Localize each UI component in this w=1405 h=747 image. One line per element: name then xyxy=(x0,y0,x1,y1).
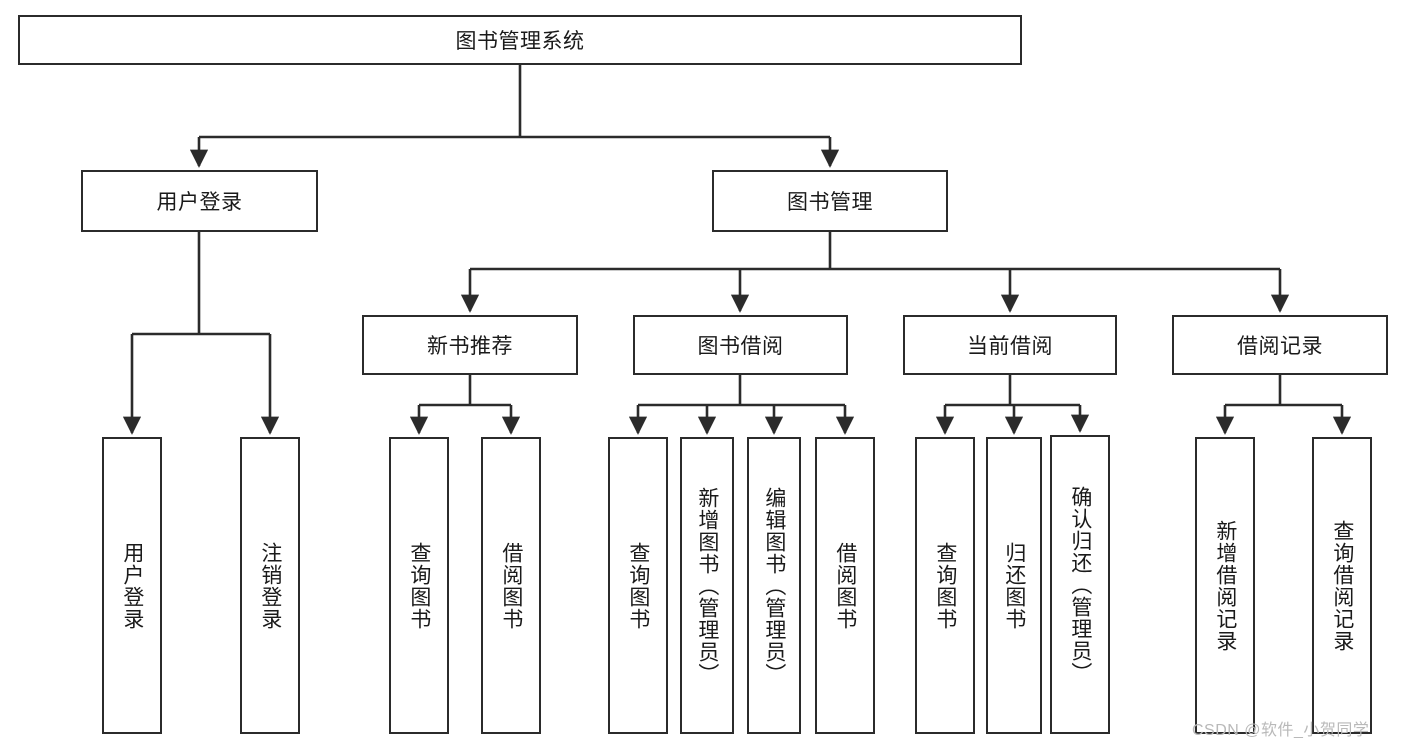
leaf-user-logout[interactable]: 注销登录 xyxy=(240,437,300,734)
leaf-borrow-book-2[interactable]: 借阅图书 xyxy=(815,437,875,734)
leaf-add-record[interactable]: 新增借阅记录 xyxy=(1195,437,1255,734)
leaf-query-record[interactable]: 查询借阅记录 xyxy=(1312,437,1372,734)
leaf-confirm-return-label: 确认归还（管理员） xyxy=(1068,485,1092,684)
watermark-text: CSDN @软件_小贺同学 xyxy=(1192,722,1370,739)
leaf-query-book-1[interactable]: 查询图书 xyxy=(389,437,449,734)
node-borrow-record-label: 借阅记录 xyxy=(1237,335,1323,358)
node-current-borrow[interactable]: 当前借阅 xyxy=(903,315,1117,375)
leaf-edit-book[interactable]: 编辑图书（管理员） xyxy=(747,437,801,734)
node-borrow-record[interactable]: 借阅记录 xyxy=(1172,315,1388,375)
leaf-user-login[interactable]: 用户登录 xyxy=(102,437,162,734)
node-book-borrow-label: 图书借阅 xyxy=(697,335,784,358)
leaf-query-book-2[interactable]: 查询图书 xyxy=(608,437,668,734)
leaf-user-logout-label: 注销登录 xyxy=(258,541,282,630)
node-book-borrow[interactable]: 图书借阅 xyxy=(633,315,848,375)
leaf-query-book-3[interactable]: 查询图书 xyxy=(915,437,975,734)
leaf-confirm-return[interactable]: 确认归还（管理员） xyxy=(1050,435,1110,734)
leaf-add-book-label: 新增图书（管理员） xyxy=(695,486,719,685)
node-new-book-recommend-label: 新书推荐 xyxy=(427,335,513,358)
node-user-login[interactable]: 用户登录 xyxy=(81,170,318,232)
leaf-add-record-label: 新增借阅记录 xyxy=(1213,519,1237,652)
leaf-query-record-label: 查询借阅记录 xyxy=(1330,519,1354,652)
leaf-query-book-1-label: 查询图书 xyxy=(407,541,431,630)
node-current-borrow-label: 当前借阅 xyxy=(967,335,1053,358)
node-book-manage[interactable]: 图书管理 xyxy=(712,170,948,232)
leaf-borrow-book-1-label: 借阅图书 xyxy=(499,541,523,630)
node-root[interactable]: 图书管理系统 xyxy=(18,15,1022,65)
node-user-login-label: 用户登录 xyxy=(156,191,243,214)
leaf-borrow-book-1[interactable]: 借阅图书 xyxy=(481,437,541,734)
leaf-return-book-label: 归还图书 xyxy=(1002,541,1026,630)
leaf-query-book-2-label: 查询图书 xyxy=(626,541,650,630)
leaf-query-book-3-label: 查询图书 xyxy=(933,541,957,630)
leaf-add-book[interactable]: 新增图书（管理员） xyxy=(680,437,734,734)
node-new-book-recommend[interactable]: 新书推荐 xyxy=(362,315,578,375)
node-root-label: 图书管理系统 xyxy=(455,30,585,53)
node-book-manage-label: 图书管理 xyxy=(787,191,873,214)
leaf-return-book[interactable]: 归还图书 xyxy=(986,437,1042,734)
leaf-user-login-label: 用户登录 xyxy=(120,541,144,630)
leaf-borrow-book-2-label: 借阅图书 xyxy=(833,541,857,630)
leaf-edit-book-label: 编辑图书（管理员） xyxy=(762,486,786,685)
